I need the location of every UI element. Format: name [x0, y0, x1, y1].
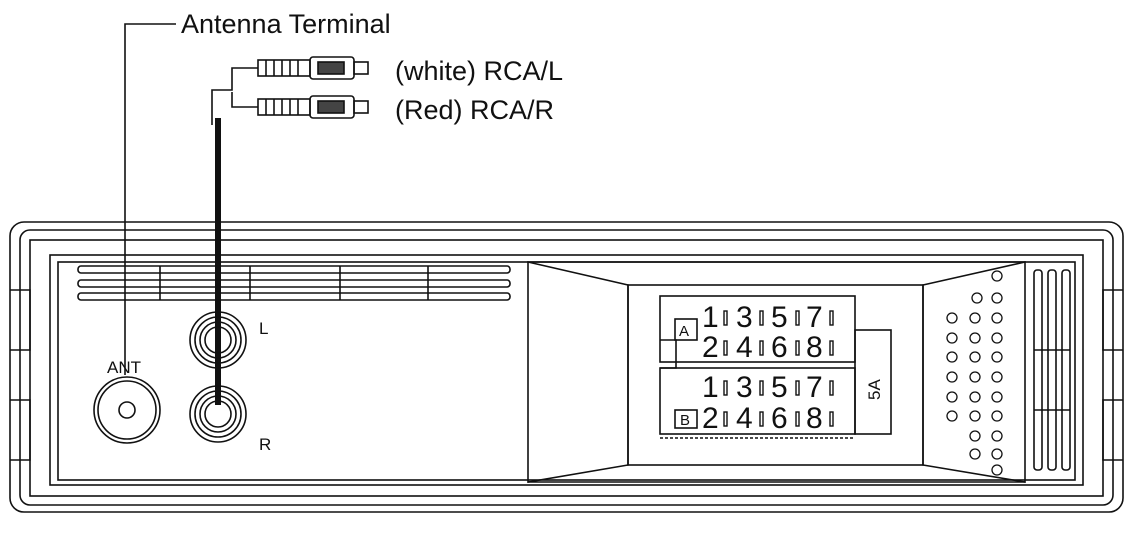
antenna-terminal-label: Antenna Terminal — [181, 9, 391, 39]
jack-l-label: L — [259, 319, 268, 338]
connector-a-pin: 6 — [771, 331, 788, 364]
connector-b-label: B — [680, 412, 690, 429]
pin-separators — [723, 310, 834, 427]
connector-b-pin: 5 — [771, 371, 788, 404]
connector-b-pin: 6 — [771, 402, 788, 435]
connector-a-label: A — [679, 323, 689, 340]
connector-b-pin: 8 — [806, 402, 823, 435]
ant-label: ANT — [107, 358, 141, 377]
jack-r-label: R — [259, 435, 271, 454]
antenna-leader-line — [124, 23, 176, 375]
connector-b-pin: 3 — [736, 371, 753, 404]
rca-left-wire — [211, 67, 258, 125]
connector-a-pin: 8 — [806, 331, 823, 364]
connector-b-pin: 2 — [702, 402, 719, 435]
screw-holes — [946, 270, 1003, 476]
rca-plug-right-icon — [257, 95, 369, 119]
rca-right-label: (Red) RCA/R — [395, 95, 554, 125]
connector-a-outline — [659, 295, 856, 369]
connector-housing — [527, 260, 1026, 483]
rca-plug-left-icon — [257, 56, 369, 80]
connector-b-pin: 7 — [806, 371, 823, 404]
connector-b-pin: 4 — [736, 402, 753, 435]
connector-a-pin: 4 — [736, 331, 753, 364]
connector-a-pin: 2 — [702, 331, 719, 364]
rca-left-label: (white) RCA/L — [395, 56, 563, 86]
right-vent-slots — [1033, 269, 1071, 471]
fuse-holder — [854, 329, 892, 435]
connector-a-pin: 5 — [771, 301, 788, 334]
antenna-jack-icon — [93, 376, 161, 444]
rca-jack-left-icon — [189, 311, 247, 369]
connector-a-pin: 3 — [736, 301, 753, 334]
connector-a-pin: 7 — [806, 301, 823, 334]
connector-b-pin: 1 — [702, 371, 719, 404]
connector-a-pin: 1 — [702, 301, 719, 334]
fuse-label: 5A — [865, 379, 884, 400]
chassis-outline — [9, 221, 1124, 513]
vent-slots — [77, 265, 511, 301]
rca-right-wire — [231, 92, 258, 108]
rca-jack-right-icon — [189, 385, 247, 443]
